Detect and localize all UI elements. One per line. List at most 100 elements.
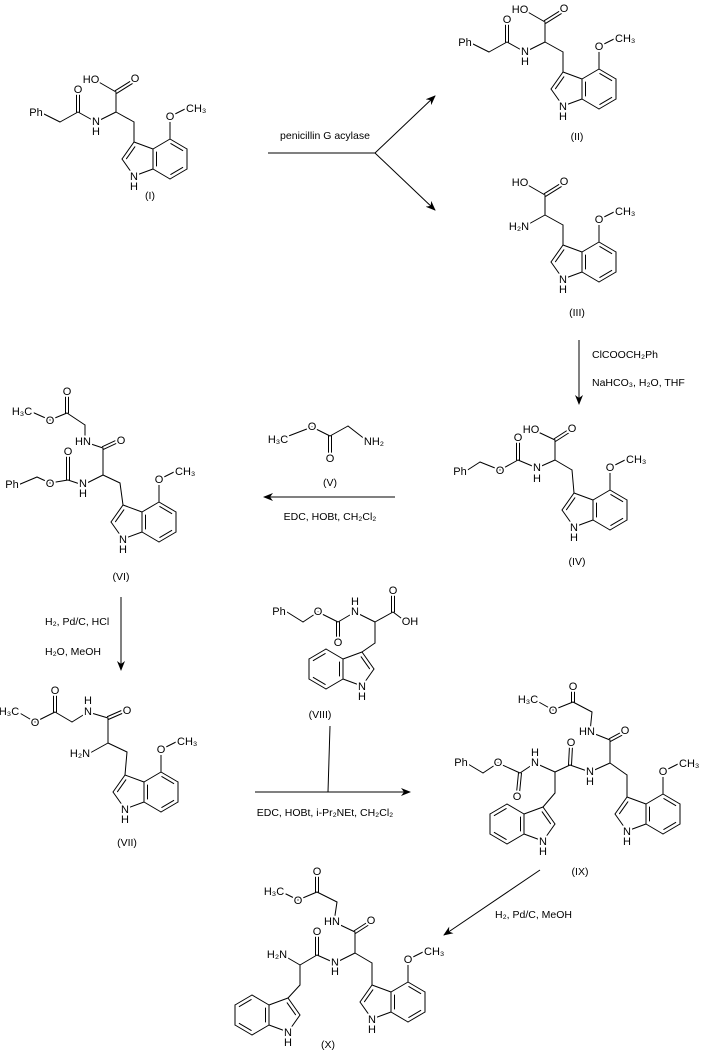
bond [287,1014,301,1033]
atom-label: N [351,606,359,618]
bond [542,806,556,825]
atom-label: N [570,522,578,534]
bond [517,459,538,469]
bond [392,611,406,622]
bond [541,811,552,825]
bond [592,519,611,531]
bond [598,271,617,283]
atom-label: HO [512,4,529,16]
compound-III-bonds [525,183,617,283]
atom-label: CH₃ [615,206,635,218]
bond [662,793,681,805]
bond [523,806,544,815]
bond [234,994,253,1006]
atom-label: O [131,73,140,85]
atom-label: H [521,56,529,68]
bond [103,441,120,450]
bond [609,519,628,531]
atom-label: O [74,84,83,96]
bond [561,492,575,511]
arrow-VIII-join [327,725,331,793]
bond [124,751,128,776]
bond [497,762,521,774]
bond [555,431,571,442]
bond [133,141,154,150]
bond [489,833,508,845]
compound-label-X: (X) [321,1039,335,1051]
atom-label: O [496,465,505,477]
atom-label: O [621,725,630,737]
atom-label: O [117,435,126,447]
atom-label: H [559,111,567,123]
bond [49,412,68,421]
bond [317,611,339,623]
bond [524,41,546,53]
bond [544,214,564,226]
bond [550,261,564,280]
bond [54,711,73,723]
atom-label: NH₂ [364,436,384,448]
bond [359,984,373,1003]
atom-label: H [570,532,578,544]
bond [550,88,564,107]
bond [325,678,344,690]
bond [308,678,327,690]
reagent-step2a: ClCOOCH₂Ph [592,349,658,361]
bond [562,98,583,107]
compound-label-III: (III) [569,307,585,319]
bond [390,1011,409,1023]
bond [96,80,117,93]
atom-label: N [559,274,567,286]
bond [482,762,499,774]
reagent-step3: EDC, HOBt, CH₂Cl₂ [284,511,377,523]
bond [552,701,574,711]
bond [161,776,175,785]
bond [562,71,583,80]
compound-IX-bonds [467,688,681,845]
atom-label: HN [75,436,91,448]
bond [59,111,79,123]
bond [550,71,564,90]
bond [488,41,508,53]
bond [570,745,573,766]
atom-label: O [560,3,569,15]
bond [506,833,525,845]
bond [87,711,109,719]
bond [626,823,647,832]
bond [159,506,173,515]
atom-label: O [514,432,523,444]
bond [618,801,629,815]
bond [506,803,525,815]
atom-label: HO [523,424,540,436]
bond [84,441,104,449]
bond [312,653,326,662]
atom-label: H [559,284,567,296]
bond [599,73,613,82]
bond [337,611,356,623]
bond [516,772,520,794]
bond [499,459,519,471]
atom-label: H₂N [509,221,529,233]
bond [354,952,373,964]
bond [143,771,162,783]
bond [407,981,426,993]
bond [112,774,126,793]
atom-label: O [659,766,668,778]
compound-I-bonds [41,80,188,180]
atom-label: Ph [272,606,285,618]
atom-label: N [284,1027,292,1039]
bond [608,731,623,740]
bond [286,1002,297,1016]
atom-label: O [389,585,398,597]
atom-label: H₂N [70,748,90,760]
atom-label: H₃C [0,706,19,718]
atom-label: O [595,214,604,226]
compound-label-IV: (IV) [569,556,586,568]
bond [302,611,319,623]
bond [610,517,624,526]
bond [160,771,179,783]
atom-label: H₂N [267,949,287,961]
bond [311,426,331,437]
